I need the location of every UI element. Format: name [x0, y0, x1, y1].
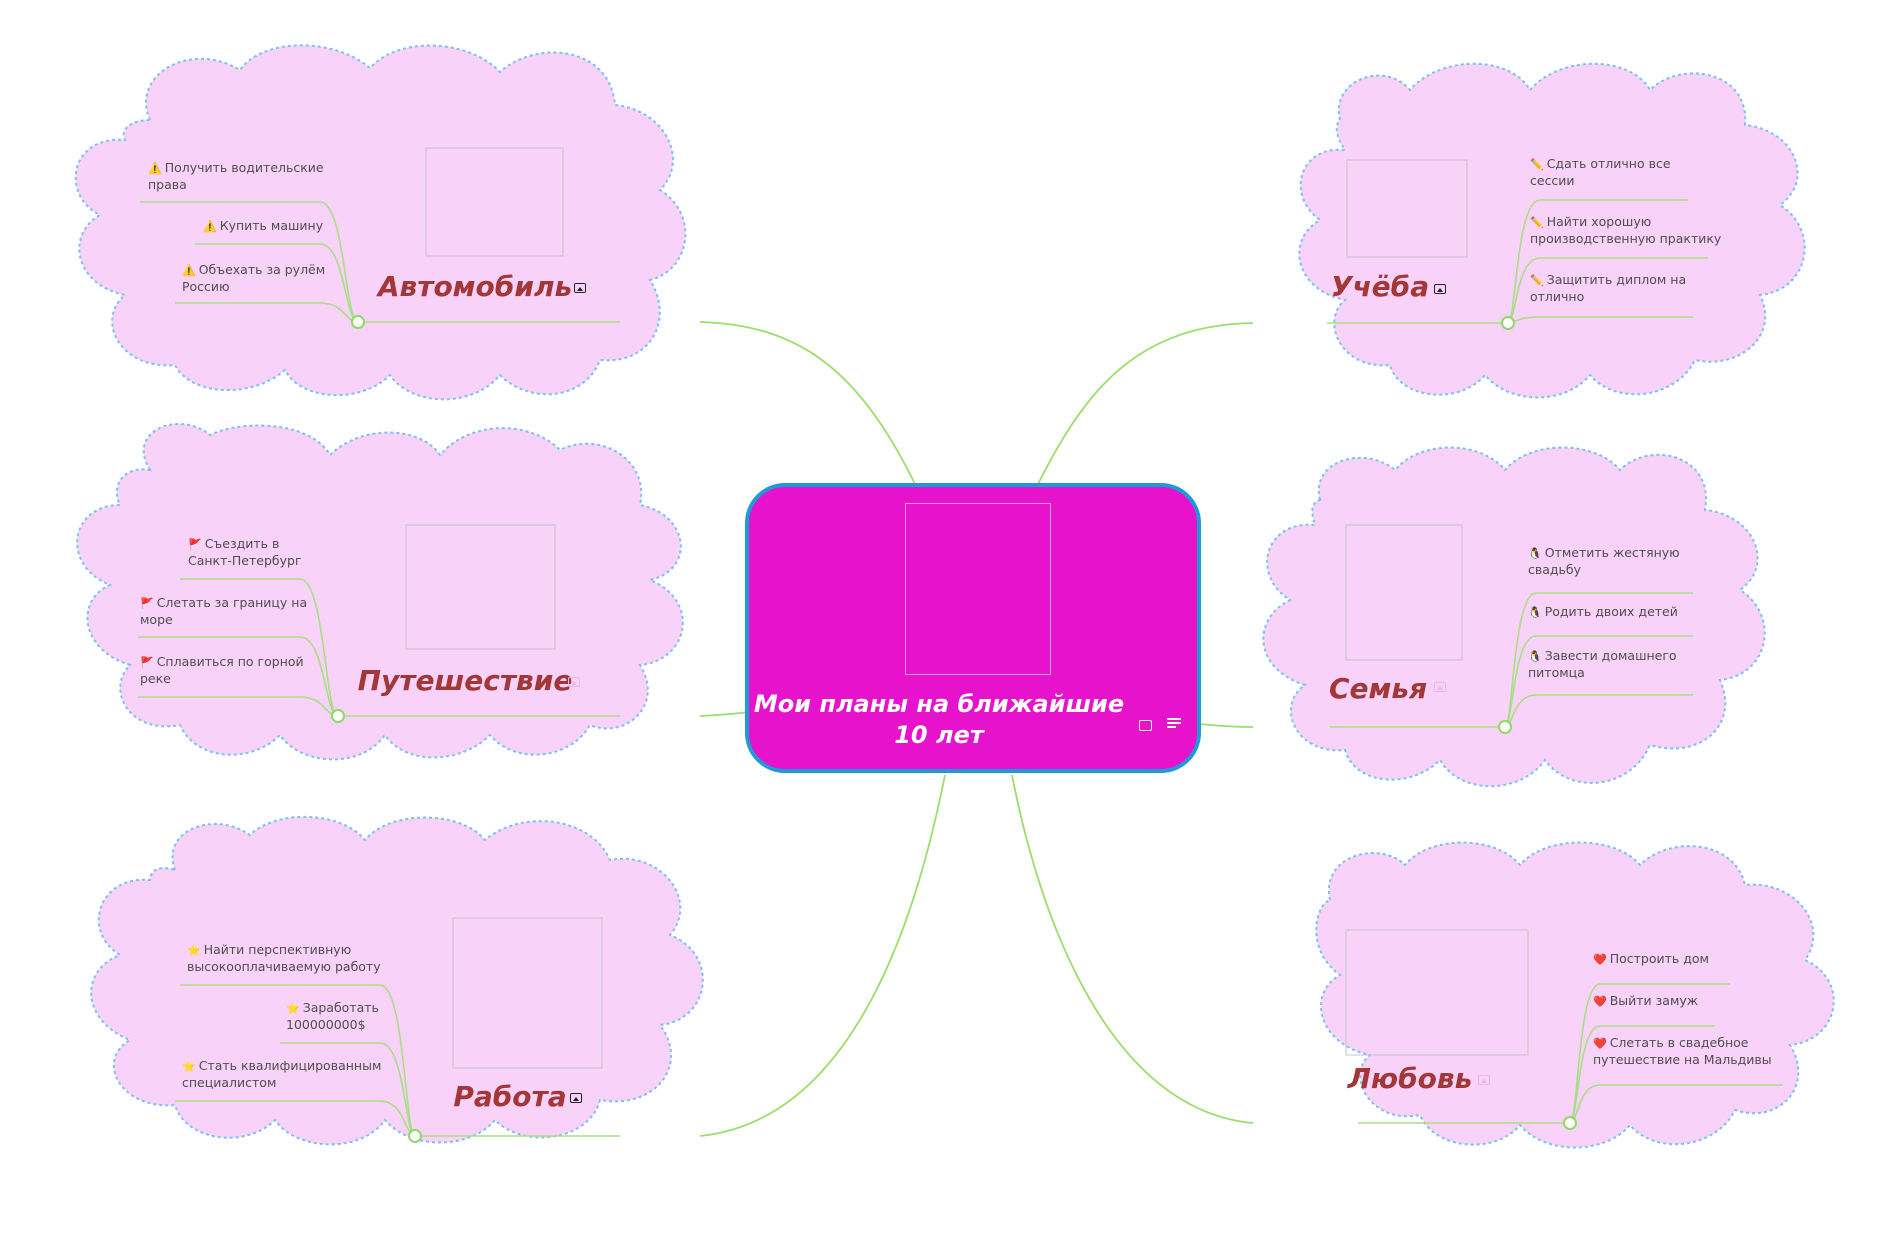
branch-item-travel-2[interactable]: 🚩Слетать за границу на море [140, 595, 308, 627]
heart-icon: ❤️ [1593, 995, 1607, 1008]
pencil-icon: ✏️ [1530, 216, 1544, 229]
knob-automobile[interactable] [351, 315, 365, 329]
star-icon: ⭐ [187, 944, 201, 957]
branch-item-love-2[interactable]: ❤️Выйти замуж [1593, 993, 1699, 1008]
image-placeholder-automobile [425, 147, 564, 257]
connector-love [1011, 774, 1254, 1124]
image-icon[interactable] [1434, 284, 1446, 294]
image-icon[interactable] [568, 677, 580, 687]
knob-travel[interactable] [331, 709, 345, 723]
heart-icon: ❤️ [1593, 953, 1607, 966]
branch-item-family-3[interactable]: 🐧Завести домашнего питомца [1528, 648, 1677, 680]
branch-item-travel-1[interactable]: 🚩Съездить в Санкт-Петербург [188, 536, 302, 568]
branch-title-love[interactable]: Любовь [1347, 1062, 1473, 1095]
cloud-love [1315, 841, 1835, 1149]
flag-icon: 🚩 [140, 597, 154, 610]
lines-study [1327, 159, 1708, 330]
branch-title-study[interactable]: Учёба [1330, 270, 1430, 303]
image-icon[interactable] [574, 283, 586, 293]
knob-study[interactable] [1501, 316, 1515, 330]
cloud-study [1298, 62, 1806, 399]
notes-icon[interactable] [1167, 718, 1181, 732]
knob-love[interactable] [1563, 1116, 1577, 1130]
pencil-icon: ✏️ [1530, 158, 1544, 171]
central-topic[interactable]: Мои планы на ближайшие 10 лет [745, 483, 1201, 773]
cloud-family [1262, 446, 1766, 788]
branch-title-travel[interactable]: Путешествие [357, 664, 573, 697]
star-icon: ⭐ [286, 1002, 300, 1015]
image-placeholder-study [1346, 159, 1468, 258]
branch-title-automobile[interactable]: Автомобиль [377, 270, 573, 303]
warning-icon: ⚠️ [148, 162, 162, 175]
image-placeholder-travel [405, 524, 556, 650]
branch-item-work-1[interactable]: ⭐Найти перспективную высокооплачиваемую … [187, 942, 381, 974]
branch-item-study-2[interactable]: ✏️Найти хорошую производственную практик… [1530, 214, 1722, 246]
branch-item-love-3[interactable]: ❤️Слетать в свадебное путешествие на Мал… [1593, 1035, 1772, 1067]
central-image-placeholder [905, 503, 1051, 675]
lines-work [175, 917, 620, 1143]
branch-item-love-1[interactable]: ❤️Построить дом [1593, 951, 1709, 966]
connector-work [699, 774, 946, 1137]
lines-travel [138, 524, 620, 723]
flag-icon: 🚩 [140, 656, 154, 669]
pencil-icon: ✏️ [1530, 274, 1544, 287]
lines-love [1345, 929, 1783, 1130]
lines-family [1330, 524, 1693, 734]
connector-study [1034, 322, 1254, 491]
penguin-icon: 🐧 [1528, 606, 1542, 619]
branch-item-family-2[interactable]: 🐧Родить двоих детей [1528, 604, 1678, 619]
branch-title-work[interactable]: Работа [453, 1080, 567, 1113]
branch-item-study-1[interactable]: ✏️Сдать отлично все сессии [1530, 156, 1671, 188]
image-placeholder-love [1345, 929, 1529, 1056]
penguin-icon: 🐧 [1528, 650, 1542, 663]
knob-family[interactable] [1498, 720, 1512, 734]
branch-item-automobile-3[interactable]: ⚠️Объехать за рулём Россию [182, 262, 326, 294]
connector-automobile [699, 321, 919, 491]
image-placeholder-work [452, 917, 603, 1069]
branch-item-work-2[interactable]: ⭐Заработать 100000000$ [286, 1000, 379, 1032]
cloud-travel [76, 422, 684, 761]
branch-item-automobile-2[interactable]: ⚠️Купить машину [203, 218, 324, 233]
branch-item-study-3[interactable]: ✏️Защитить диплом на отлично [1530, 272, 1687, 304]
branch-item-family-1[interactable]: 🐧Отметить жестяную свадьбу [1528, 545, 1680, 577]
flag-icon: 🚩 [188, 538, 202, 551]
branch-title-family[interactable]: Семья [1328, 672, 1428, 705]
central-topic-title: Мои планы на ближайшие 10 лет [753, 690, 1125, 749]
branch-item-travel-3[interactable]: 🚩Сплавиться по горной реке [140, 654, 304, 686]
connector-family [1199, 723, 1254, 728]
warning-icon: ⚠️ [182, 264, 196, 277]
heart-icon: ❤️ [1593, 1037, 1607, 1050]
lines-automobile [140, 147, 620, 329]
branch-item-automobile-1[interactable]: ⚠️Получить водительские права [148, 160, 324, 192]
connector-travel [699, 711, 749, 717]
penguin-icon: 🐧 [1528, 547, 1542, 560]
image-icon[interactable] [570, 1093, 582, 1103]
star-icon: ⭐ [182, 1060, 196, 1073]
image-icon[interactable] [1478, 1075, 1490, 1085]
image-placeholder-family [1345, 524, 1463, 661]
cloud-work [90, 815, 704, 1146]
image-icon[interactable] [1139, 720, 1152, 731]
cloud-automobile [74, 44, 687, 401]
knob-work[interactable] [408, 1129, 422, 1143]
branch-item-work-3[interactable]: ⭐Стать квалифицированным специалистом [182, 1058, 382, 1090]
image-icon[interactable] [1434, 682, 1446, 692]
warning-icon: ⚠️ [203, 220, 217, 233]
